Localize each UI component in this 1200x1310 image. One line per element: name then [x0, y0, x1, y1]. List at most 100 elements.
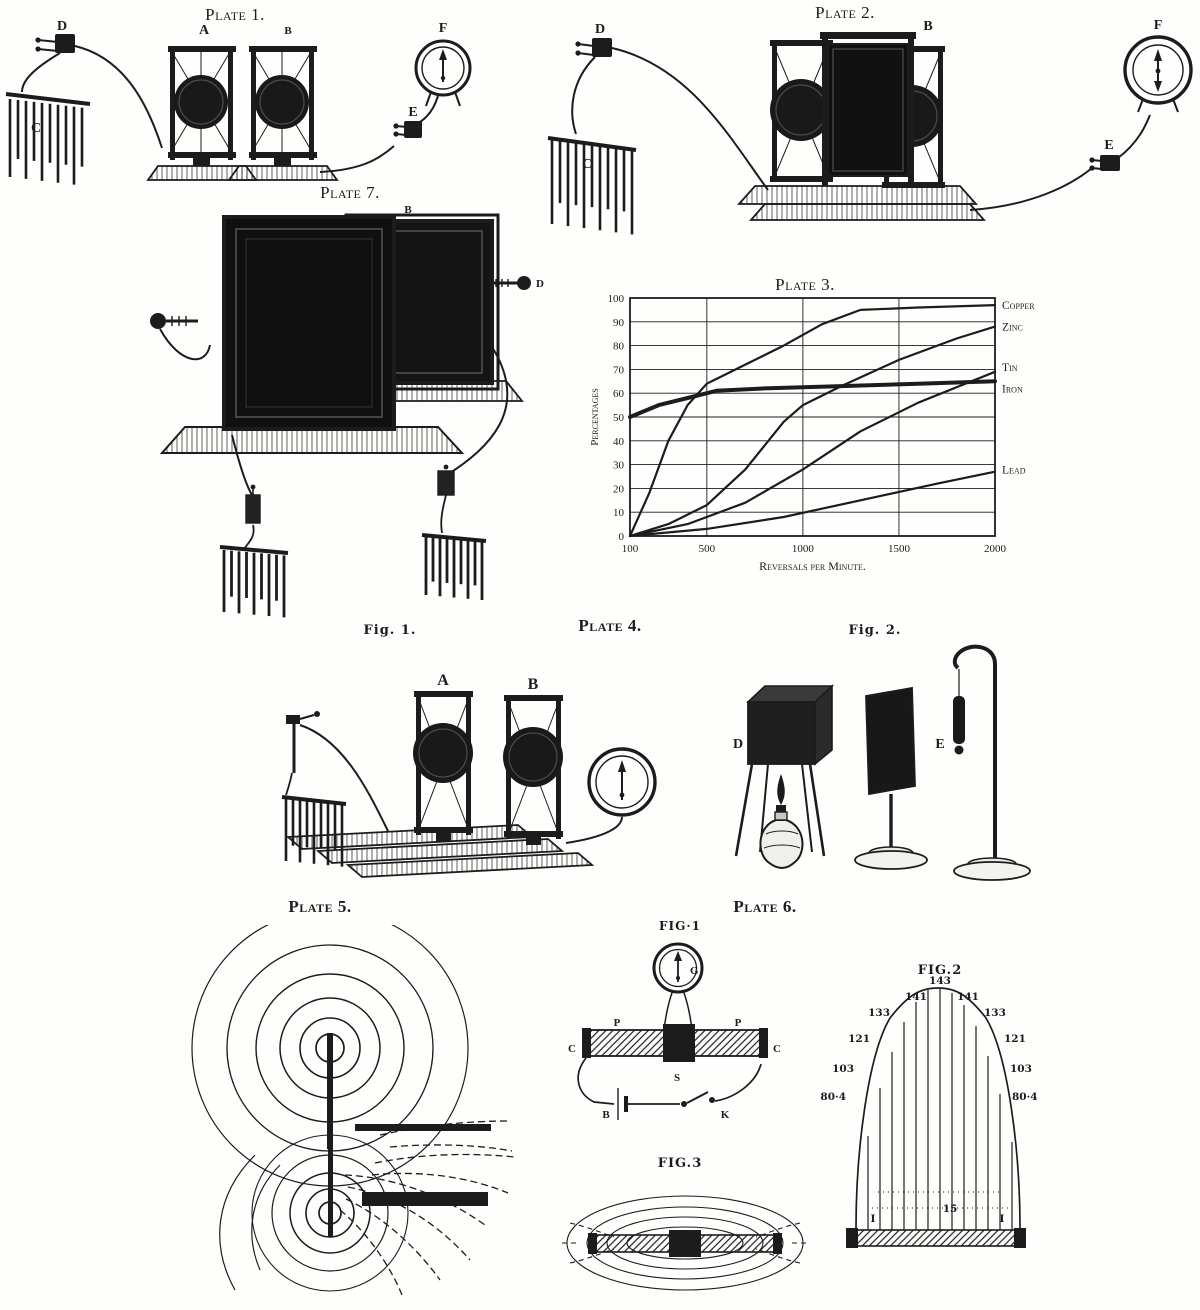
fig1-label-p-left: P: [614, 1017, 621, 1029]
plate4-fig2-illustration: D E: [733, 644, 1031, 881]
series-zinc: [628, 325, 997, 538]
plate1-galvanometer: [414, 39, 472, 107]
plate6-fig3-title: FIG.3: [657, 1156, 703, 1171]
x-tick-label: 500: [699, 543, 716, 555]
wire: [74, 45, 163, 149]
wire: [1117, 114, 1151, 159]
wire: [299, 724, 389, 832]
plate6-title: Plate 6.: [733, 897, 797, 916]
wire: [319, 145, 395, 173]
plate1-illustration: D C A: [5, 19, 472, 185]
fig2-value-right-5: 141: [957, 991, 979, 1003]
plate7-battery-left: [219, 545, 289, 618]
series-label-zinc: Zinc: [1002, 322, 1023, 334]
y-tick-label: 70: [613, 364, 625, 376]
x-tick-label: 100: [622, 543, 639, 555]
plate6-fig1-illustration: G P P C C S B K: [568, 942, 781, 1121]
fig3-field-dashes: [562, 1222, 808, 1264]
wire: [565, 816, 623, 844]
fig1-pole: [286, 711, 320, 773]
fig2-post-left-label: I: [871, 1213, 876, 1225]
wire: [231, 434, 253, 496]
y-tick-label: 0: [619, 531, 625, 543]
fig1-label-b: B: [602, 1109, 610, 1121]
plate5-upper-bar-magnet: [327, 1033, 333, 1149]
plate2-terminal-d: [575, 38, 612, 57]
fig2-box-on-stand: [734, 684, 835, 857]
fig1-label-c-right: C: [773, 1043, 781, 1055]
fig2-plate-on-stand: [854, 686, 928, 870]
wire: [419, 95, 439, 123]
wire: [577, 1057, 615, 1105]
wire: [285, 772, 293, 796]
series-copper: [628, 304, 997, 538]
plate7-front-plate: [159, 215, 465, 454]
series-label-lead: Lead: [1002, 464, 1026, 476]
plate7-bolt-right: [492, 276, 531, 290]
series-label-tin: Tin: [1002, 362, 1018, 374]
wire: [449, 346, 509, 474]
fig2-label-e: E: [935, 737, 944, 752]
plate5-dashed-field-lines: [339, 1120, 516, 1296]
plate7-bolt-left: [150, 313, 198, 329]
x-axis-title: Reversals per Minute.: [759, 559, 866, 573]
fig3-bar-magnet: [588, 1230, 782, 1257]
plate7-label-b: B: [404, 204, 412, 216]
plate2-label-e: E: [1104, 138, 1113, 153]
wire: [21, 52, 61, 93]
y-tick-label: 20: [613, 483, 625, 495]
y-tick-label: 40: [613, 436, 625, 448]
plate7-illustration: B D: [150, 204, 544, 618]
plate7-test-tube-right: [437, 464, 455, 534]
plate6-fig2-illustration: 80·4 103 121 133 141 143 141 133 121 103…: [820, 975, 1038, 1248]
fig2-value-right-4: 133: [984, 1007, 1006, 1019]
fig2-value-right-1: 80·4: [1012, 1091, 1038, 1103]
fig1-galvanometer-g: [652, 942, 704, 994]
plate5-sweep-curves: [219, 1154, 281, 1291]
plate1-disc-frame-b: [227, 46, 339, 181]
series-tin: [628, 370, 997, 538]
x-tick-label: 2000: [984, 543, 1007, 555]
fig1-label-p-right: P: [735, 1017, 742, 1029]
plate2-battery-cell: [547, 136, 637, 235]
plate3-title: Plate 3.: [775, 275, 835, 294]
plate1-label-f: F: [439, 21, 448, 36]
fig2-value-left-2: 103: [832, 1063, 854, 1075]
plate1-terminal-d: [35, 34, 75, 53]
plate2-label-b: B: [923, 19, 932, 34]
plate1-label-e: E: [408, 105, 417, 120]
y-tick-label: 50: [613, 412, 625, 424]
wire: [611, 47, 769, 191]
wire: [969, 167, 1093, 211]
fig1-galvanometer: [587, 747, 657, 817]
plate1-label-d: D: [57, 19, 67, 34]
series-lead: [628, 470, 997, 538]
plate2-label-f: F: [1154, 18, 1163, 33]
plate5-lower-bar-magnet: [328, 1149, 333, 1237]
y-tick-label: 80: [613, 341, 625, 353]
fig1-disc-frame-a: [413, 691, 473, 841]
plate7-test-tube-left: [243, 484, 261, 550]
plate2-bases: [736, 185, 986, 221]
plate2-label-d: D: [595, 22, 605, 37]
plate4-fig1-illustration: A B: [281, 672, 657, 878]
fig1-battery-symbol: [617, 1088, 628, 1120]
plate1-battery-cell: [5, 92, 91, 185]
plate5-thick-bar: [362, 1192, 488, 1206]
fig2-value-left-4: 133: [868, 1007, 890, 1019]
plate2-center-plate: [820, 32, 916, 186]
y-tick-label: 60: [613, 388, 625, 400]
fig1-label-g: G: [690, 965, 699, 977]
fig2-label-d: D: [733, 737, 743, 752]
plate4-fig2-title: Fig. 2.: [848, 623, 902, 638]
fig2-envelope-curve: [855, 987, 1021, 1229]
plate7-label-d: D: [536, 278, 544, 290]
fig2-value-right-3: 121: [1004, 1033, 1026, 1045]
fig1-label-s: S: [674, 1072, 680, 1084]
fig2-value-center: 143: [929, 975, 951, 987]
plate6-fig3-illustration: [562, 1195, 808, 1291]
plate5-thin-bar: [355, 1124, 491, 1131]
plate1-title: Plate 1.: [205, 5, 265, 24]
fig2-spirit-lamp: [759, 774, 804, 869]
